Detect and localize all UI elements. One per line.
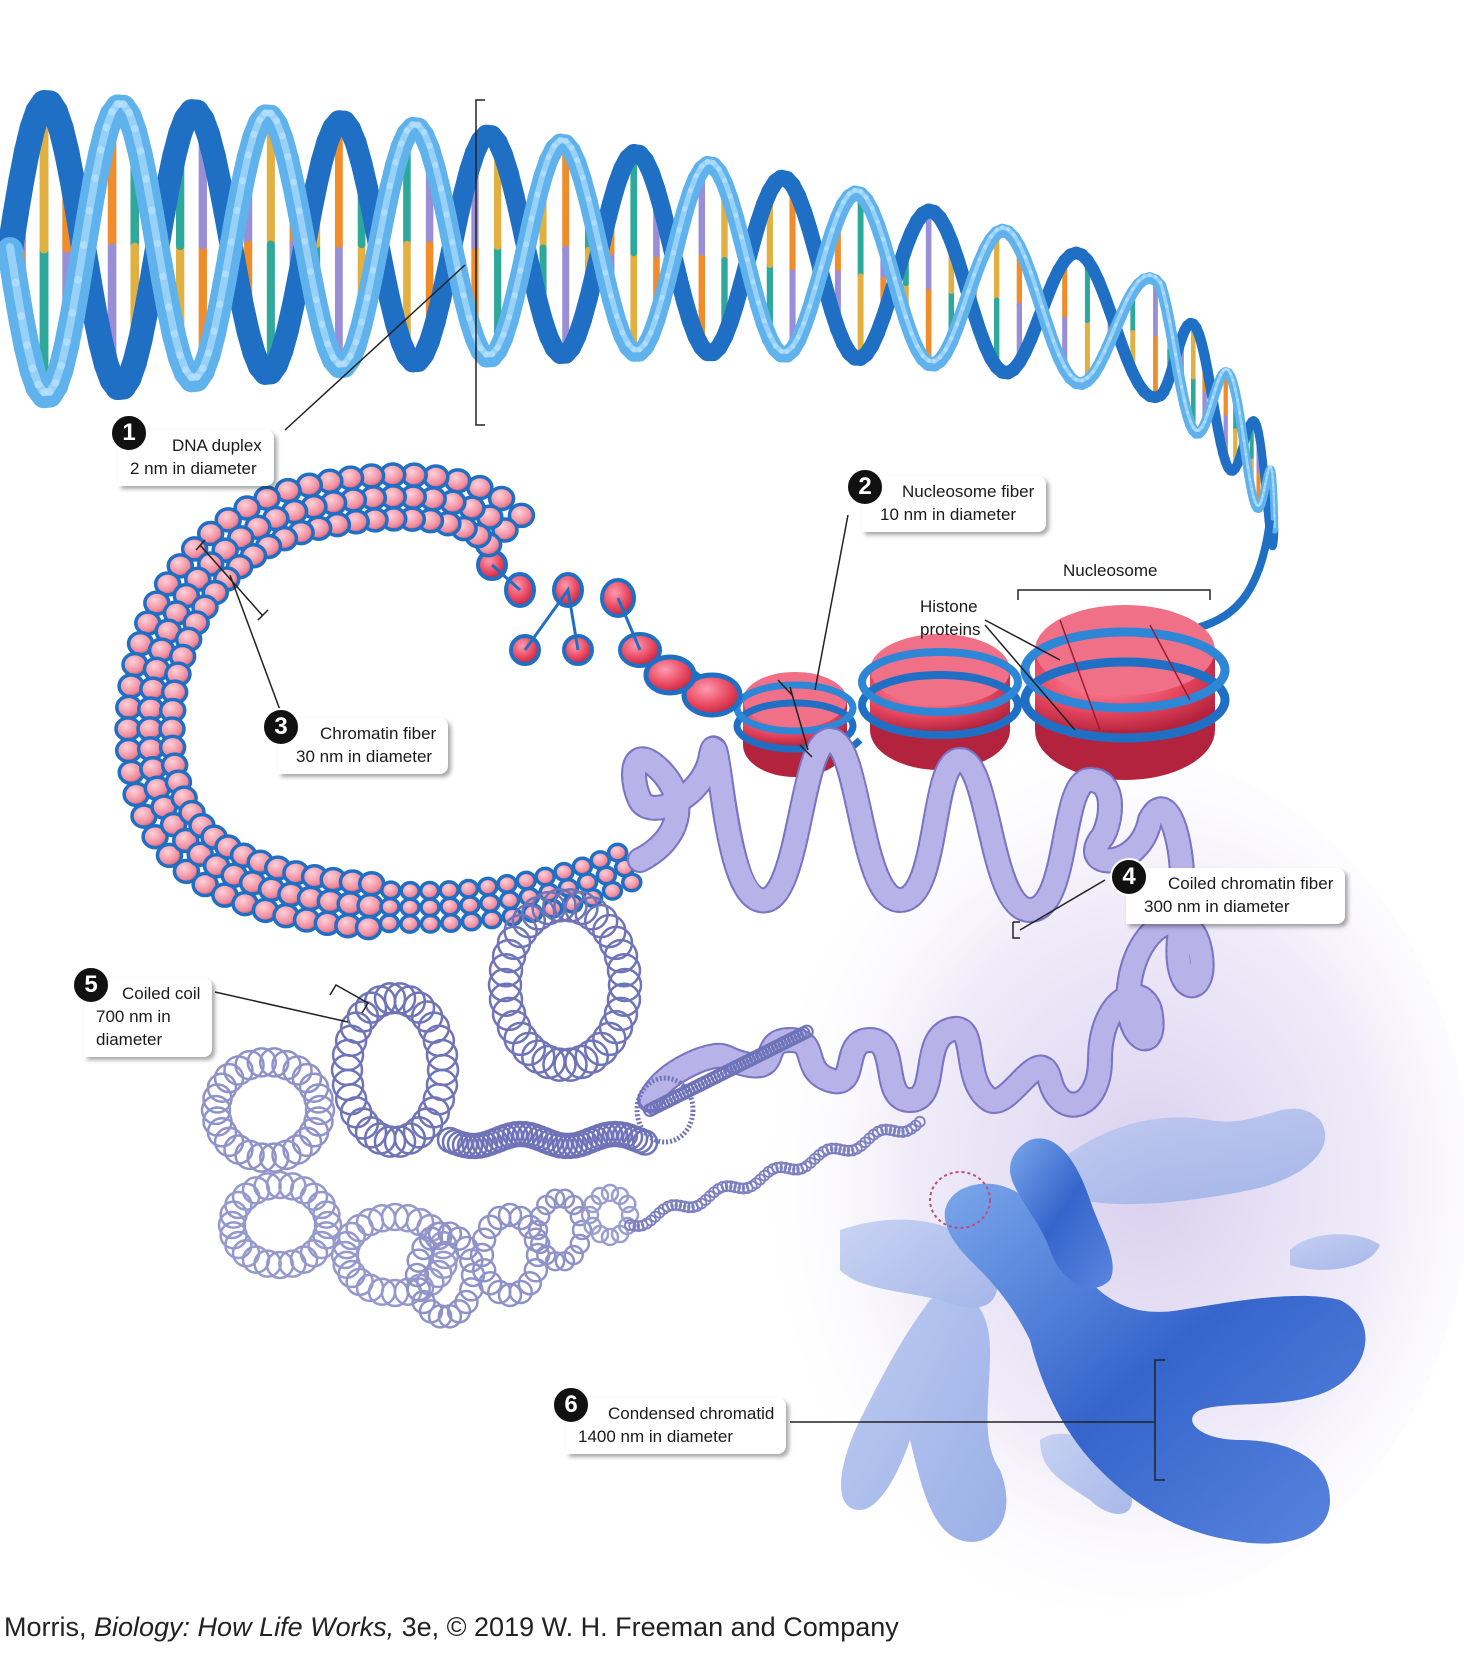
- histone-label-1: Histone: [920, 597, 978, 616]
- coiled-coil-title: Coiled coil: [122, 984, 201, 1003]
- label-coiled-chromatin-fiber: Coiled chromatin fiber 300 nm in diamete…: [1126, 868, 1346, 924]
- dna-duplex-diameter: 2 nm in diameter: [130, 459, 257, 478]
- chromatin-fiber-diameter: 30 nm in diameter: [296, 747, 433, 766]
- credit-author: Morris,: [4, 1612, 94, 1642]
- coiled-chromatin-title: Coiled chromatin fiber: [1168, 874, 1334, 893]
- coiled-coil-700nm: [200, 888, 926, 1329]
- figure-credit: Morris, Biology: How Life Works, 3e, © 2…: [4, 1612, 899, 1643]
- coiled-coil-diameter-2: diameter: [96, 1030, 163, 1049]
- nucleosome-fiber-title: Nucleosome fiber: [902, 482, 1035, 501]
- coiled-chromatin-diameter: 300 nm in diameter: [1144, 897, 1290, 916]
- badge-6: 6: [552, 1386, 590, 1424]
- chromatin-fiber-30nm: [114, 462, 643, 941]
- dna-duplex-title: DNA duplex: [172, 436, 262, 455]
- badge-4: 4: [1110, 858, 1148, 896]
- nucleosome-fiber-diameter: 10 nm in diameter: [880, 505, 1017, 524]
- label-chromatin-fiber: Chromatin fiber 30 nm in diameter: [278, 718, 449, 774]
- badge-3: 3: [262, 708, 300, 746]
- nucleosome-beads-trailing: [476, 549, 743, 718]
- coiled-coil-diameter-1: 700 nm in: [96, 1007, 171, 1026]
- nucleosome-label: Nucleosome: [1063, 561, 1158, 580]
- leader-lines: [195, 99, 1211, 1481]
- nucleosome-fiber: [476, 519, 1274, 780]
- credit-rest: 3e, © 2019 W. H. Freeman and Company: [394, 1612, 899, 1642]
- nucleosome-medium: [858, 634, 1022, 770]
- nucleosome-large: [1020, 605, 1230, 780]
- chromatin-fiber-title: Chromatin fiber: [320, 724, 437, 743]
- badge-5: 5: [72, 966, 110, 1004]
- credit-book: Biology: How Life Works,: [94, 1612, 395, 1642]
- label-condensed-chromatid: Condensed chromatid 1400 nm in diameter: [566, 1398, 787, 1454]
- badge-1: 1: [110, 414, 148, 452]
- label-nucleosome-fiber: Nucleosome fiber 10 nm in diameter: [862, 476, 1047, 532]
- histone-label-2: proteins: [920, 620, 981, 639]
- condensed-chromatid-diameter: 1400 nm in diameter: [578, 1427, 733, 1446]
- badge-2: 2: [846, 468, 884, 506]
- condensed-chromatid-title: Condensed chromatid: [608, 1404, 775, 1423]
- dna-double-helix: [0, 90, 1279, 551]
